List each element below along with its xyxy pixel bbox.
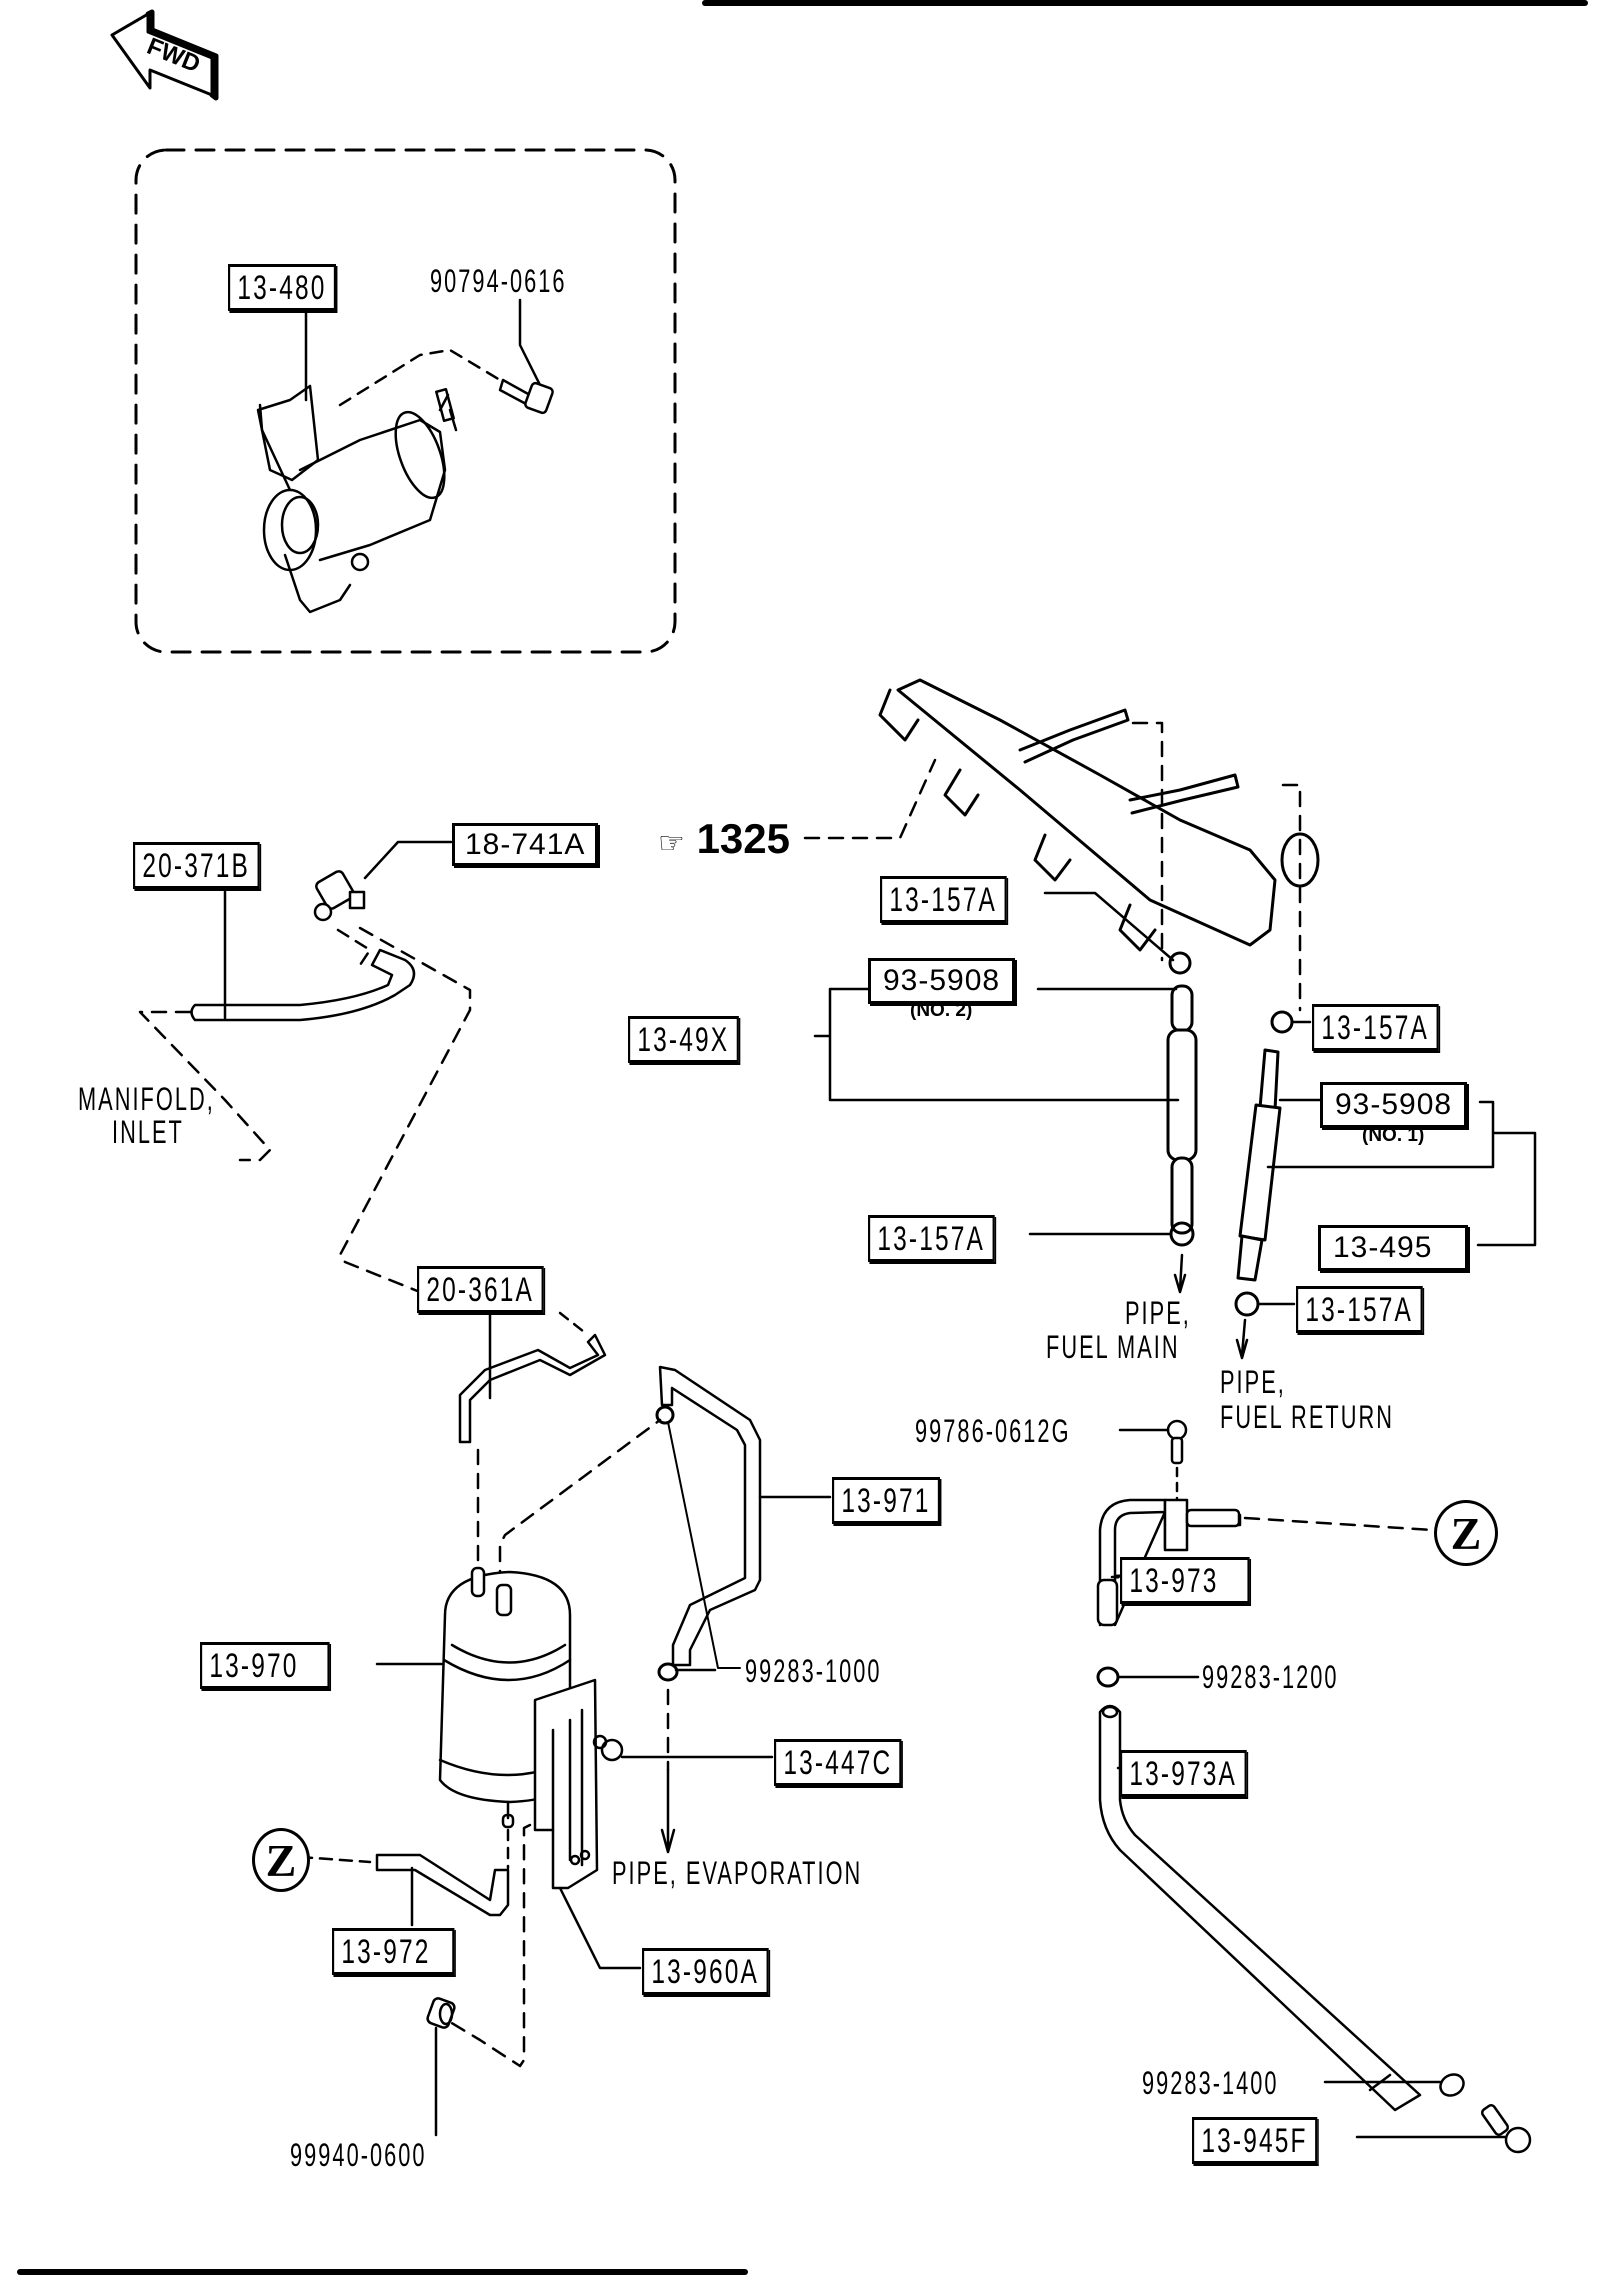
clamp-13-157A-top-icon [1168, 951, 1192, 975]
label-13-973A[interactable]: 13-973A [1120, 1750, 1247, 1797]
pipe-13-973 [1096, 1498, 1242, 1627]
bracket-13-960A [533, 1678, 599, 1890]
hose-93-5908-no2 [1166, 984, 1198, 1235]
label-13-971[interactable]: 13-971 [832, 1477, 940, 1524]
reference-1325[interactable]: ☞ 1325 [658, 815, 790, 863]
bracket-13-49X [813, 987, 1180, 1102]
bolt-99786-0612G-icon [1166, 1419, 1188, 1465]
bolt-13-447C-icon [592, 1734, 624, 1762]
rail-dashed-1 [1131, 721, 1164, 962]
hose-93-5908-no1 [1236, 1048, 1282, 1282]
label-99283-1400[interactable]: 99283-1400 [1142, 2065, 1279, 2101]
leader-13-960A [558, 1886, 642, 1970]
label-13-447C[interactable]: 13-447C [774, 1739, 902, 1786]
note-no2: (NO. 2) [910, 1000, 973, 1021]
leader-90794-0616 [518, 298, 547, 397]
fuel-rail-part [878, 678, 1320, 952]
label-99283-1000[interactable]: 99283-1000 [745, 1653, 882, 1689]
leader-99283-1000 [667, 1421, 741, 1669]
z-right-dashed [1243, 1516, 1434, 1532]
rail-dashed-2 [1281, 783, 1302, 1012]
label-20-361A[interactable]: 20-361A [417, 1266, 544, 1313]
label-13-157A-top[interactable]: 13-157A [880, 876, 1007, 923]
label-99940-0600[interactable]: 99940-0600 [290, 2137, 427, 2173]
fitting-13-945F-icon [1480, 2104, 1532, 2154]
nut-dashed [448, 1823, 532, 2068]
label-13-157A-right[interactable]: 13-157A [1312, 1004, 1439, 1051]
clamp-13-157A-lower-right-icon [1234, 1291, 1260, 1317]
pointing-hand-icon: ☞ [658, 827, 685, 860]
ref-1325-dashed-leader [803, 758, 937, 840]
nut-99940-0600-icon [426, 1997, 456, 2029]
connector-z-left: Z [252, 1828, 310, 1892]
annotation-manifold-line2: INLET [112, 1114, 184, 1150]
annotation-pipe-evaporation: PIPE, EVAPORATION [612, 1855, 863, 1891]
label-13-973[interactable]: 13-973 [1120, 1557, 1250, 1604]
annotation-fuel-main-line1: PIPE, [1125, 1295, 1191, 1331]
note-no1: (NO. 1) [1362, 1125, 1425, 1146]
annotation-fuel-return-line2: FUEL RETURN [1220, 1399, 1394, 1435]
leader-18-741A [363, 840, 453, 880]
label-13-960A[interactable]: 13-960A [642, 1948, 769, 1995]
arrow-evaporation [660, 1768, 676, 1854]
label-13-495[interactable]: 13-495 [1318, 1225, 1468, 1271]
label-13-480: 13-480 [228, 264, 336, 311]
valve-dashed-2 [338, 926, 472, 1302]
label-93-5908-no2[interactable]: 93-5908 [868, 958, 1016, 1004]
label-90794-0616: 90794-0616 [430, 263, 567, 299]
annotation-fuel-main-line2: FUEL MAIN [1046, 1329, 1180, 1365]
z-left-dashed [298, 1855, 372, 1864]
arrow-fuel-main [1173, 1253, 1187, 1294]
bolt-dashed-path [338, 348, 502, 407]
valve-dashed-1 [336, 928, 372, 967]
solenoid-valve-18-741A [313, 870, 366, 922]
bracket-13-495 [1266, 1100, 1537, 1247]
label-13-972[interactable]: 13-972 [332, 1928, 455, 1975]
label-93-5908-no1[interactable]: 93-5908 [1320, 1082, 1468, 1128]
hose-13-972 [375, 1853, 510, 1917]
canister-dashed-2 [498, 1418, 662, 1587]
clamp-99283-1400-icon [1439, 2073, 1465, 2097]
reference-number[interactable]: 1325 [696, 815, 791, 862]
fuel-filter-part [256, 384, 458, 614]
clamp-99283-1000-top-icon [655, 1405, 675, 1425]
label-99786-0612G[interactable]: 99786-0612G [915, 1413, 1071, 1449]
hose-dashed-20-361A [558, 1311, 590, 1337]
clamp-99283-1200-icon [1096, 1666, 1120, 1688]
clamp-99283-1000-icon [657, 1662, 679, 1682]
label-13-157A-lower-right[interactable]: 13-157A [1296, 1286, 1423, 1333]
manifold-dashed [138, 1010, 272, 1162]
bolt-90794-0616-icon [498, 378, 554, 415]
arrow-fuel-return [1235, 1318, 1249, 1360]
label-13-970[interactable]: 13-970 [200, 1642, 330, 1689]
hose-20-361A [458, 1333, 607, 1444]
clamp-13-157A-right-icon [1270, 1010, 1294, 1034]
label-13-157A-lower-left[interactable]: 13-157A [868, 1215, 995, 1262]
annotation-fuel-return-line1: PIPE, [1220, 1364, 1286, 1400]
label-99283-1200[interactable]: 99283-1200 [1202, 1659, 1339, 1695]
label-13-49X[interactable]: 13-49X [628, 1016, 739, 1063]
hose-13-971 [658, 1365, 762, 1667]
inset-box [134, 148, 677, 654]
leader-13-157A-top [1043, 891, 1175, 962]
hose-20-371B [190, 948, 416, 1022]
fwd-arrow-icon [110, 9, 219, 101]
connector-z-right: Z [1434, 1500, 1498, 1566]
label-13-945F[interactable]: 13-945F [1192, 2117, 1318, 2164]
label-18-741A[interactable]: 18-741A [452, 823, 599, 866]
label-20-371B[interactable]: 20-371B [133, 842, 260, 889]
annotation-manifold-line1: MANIFOLD, [78, 1081, 215, 1117]
